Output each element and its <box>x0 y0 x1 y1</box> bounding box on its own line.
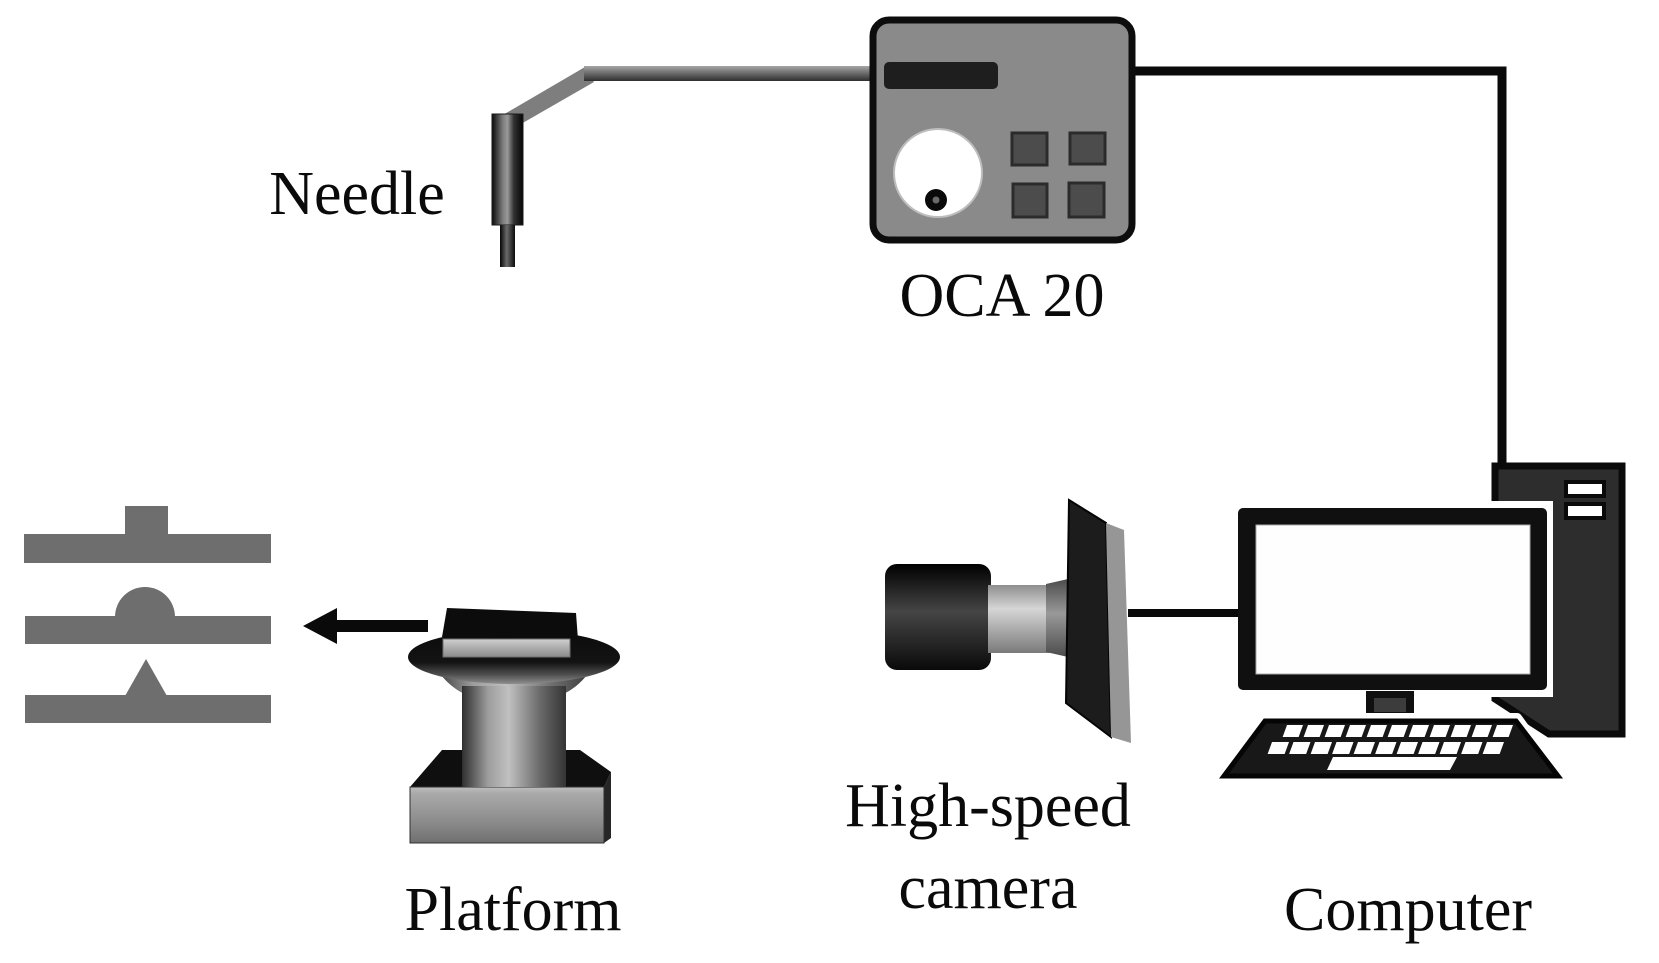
oca-button <box>1011 182 1049 219</box>
oca-button <box>1067 181 1106 219</box>
camera-body-plate <box>1064 498 1113 740</box>
stage-bar-bottom <box>25 695 271 723</box>
tower-drive-slot <box>1564 480 1606 498</box>
needle-assembly <box>491 66 895 267</box>
oca-dial-knob-center <box>932 196 940 204</box>
platform-top-slab-front <box>442 638 571 658</box>
oca-device <box>869 16 1136 244</box>
oca-label: OCA 20 <box>899 262 1105 330</box>
needle-holder <box>491 113 524 226</box>
camera-label-line1: High-speed <box>845 772 1131 840</box>
high-speed-camera <box>885 498 1131 743</box>
monitor-stand-inner <box>1374 698 1406 712</box>
keyboard-keys-row2 <box>1267 742 1504 754</box>
computer <box>1128 462 1626 784</box>
camera-tube <box>988 585 1050 653</box>
camera-lens-barrel <box>885 564 991 670</box>
platform-base-side <box>604 772 611 843</box>
computer-label: Computer <box>1284 876 1532 944</box>
keyboard-spacebar <box>1327 757 1457 770</box>
needle-tube-horizontal <box>584 66 895 81</box>
droplet-block-icon <box>125 506 168 536</box>
needle-tube-bend <box>496 67 594 128</box>
stage-bar-top <box>24 534 271 563</box>
needle-tip <box>500 225 515 267</box>
camera-label: High-speed camera <box>845 766 1131 930</box>
platform <box>408 608 620 844</box>
cable-oca-to-computer <box>1130 66 1507 468</box>
left-arrow-icon <box>303 608 428 644</box>
monitor-screen <box>1255 524 1531 675</box>
stage-bar-middle <box>25 616 271 644</box>
keyboard-keys-row1 <box>1282 725 1513 737</box>
oca-button <box>1010 131 1049 167</box>
droplet-stage-icons <box>24 506 271 723</box>
platform-column <box>462 686 566 787</box>
oca-needle-port <box>884 62 998 89</box>
camera-body-plate-side <box>1106 523 1131 743</box>
tower-drive-slot <box>1564 502 1606 520</box>
platform-label: Platform <box>404 876 622 944</box>
platform-top-slab <box>442 608 578 640</box>
oca-buttons <box>1010 131 1107 219</box>
droplet-cone-icon <box>125 659 167 696</box>
platform-base-front <box>409 786 605 844</box>
oca-dial <box>893 128 983 218</box>
needle-label: Needle <box>269 160 445 228</box>
camera-label-line2: camera <box>898 853 1078 922</box>
droplet-dome-icon <box>115 587 175 617</box>
oca-button <box>1068 131 1107 166</box>
